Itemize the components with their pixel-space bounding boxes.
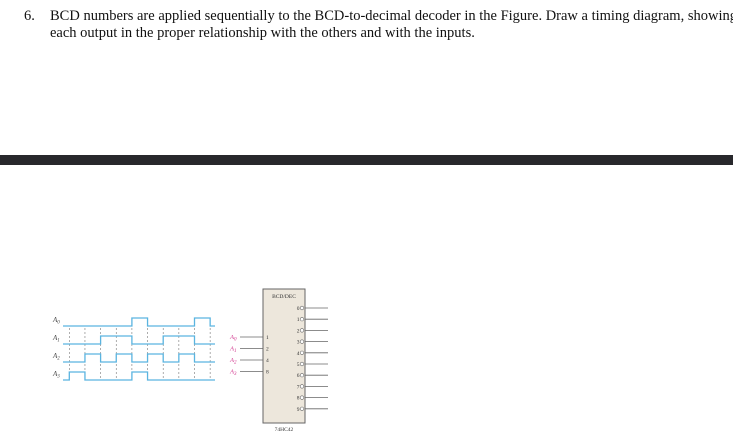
- waveform-a3: [63, 371, 215, 381]
- input-weight: 1: [266, 335, 269, 341]
- waveform-a1: [63, 335, 215, 345]
- divider-bar: [0, 155, 733, 165]
- output-label: 3: [297, 340, 300, 346]
- active-low-bubble-icon: [299, 373, 305, 378]
- output-label: 2: [297, 328, 300, 334]
- active-low-bubble-icon: [299, 317, 305, 322]
- waveform-a0: [63, 317, 215, 327]
- active-low-bubble-icon: [299, 350, 305, 355]
- output-label: 8: [297, 396, 300, 402]
- waveform-label: A0: [52, 316, 60, 326]
- active-low-bubble-icon: [299, 395, 305, 400]
- waveform-label: A2: [52, 352, 60, 362]
- output-label: 6: [297, 373, 300, 379]
- input-label: A3: [229, 369, 237, 378]
- output-label: 5: [297, 362, 300, 368]
- input-weight: 8: [266, 370, 269, 376]
- decoder-title: BCD/DEC: [272, 294, 296, 300]
- waveform-label: A1: [52, 334, 60, 344]
- input-weight: 4: [266, 358, 269, 364]
- output-label: 7: [297, 384, 300, 390]
- waveform-label: A3: [52, 370, 60, 380]
- decoder-part-number: 74HC42: [275, 427, 294, 433]
- active-low-bubble-icon: [299, 339, 305, 344]
- active-low-bubble-icon: [299, 406, 305, 411]
- active-low-bubble-icon: [299, 361, 305, 367]
- active-low-bubble-icon: [299, 384, 305, 389]
- output-label: 9: [297, 407, 300, 413]
- input-label: A0: [229, 334, 237, 343]
- output-label: 1: [297, 317, 300, 323]
- active-low-bubble-icon: [299, 305, 305, 311]
- decoder-block: [262, 288, 306, 424]
- question-text: BCD numbers are applied sequentially to …: [50, 8, 733, 41]
- active-low-bubble-icon: [299, 328, 305, 333]
- input-label: A1: [229, 346, 236, 355]
- waveform-a2: [63, 353, 215, 363]
- question-number: 6.: [24, 8, 35, 24]
- input-weight: 2: [266, 347, 269, 353]
- output-label: 4: [297, 351, 300, 357]
- output-label: 0: [297, 306, 300, 312]
- input-label: A2: [229, 357, 237, 366]
